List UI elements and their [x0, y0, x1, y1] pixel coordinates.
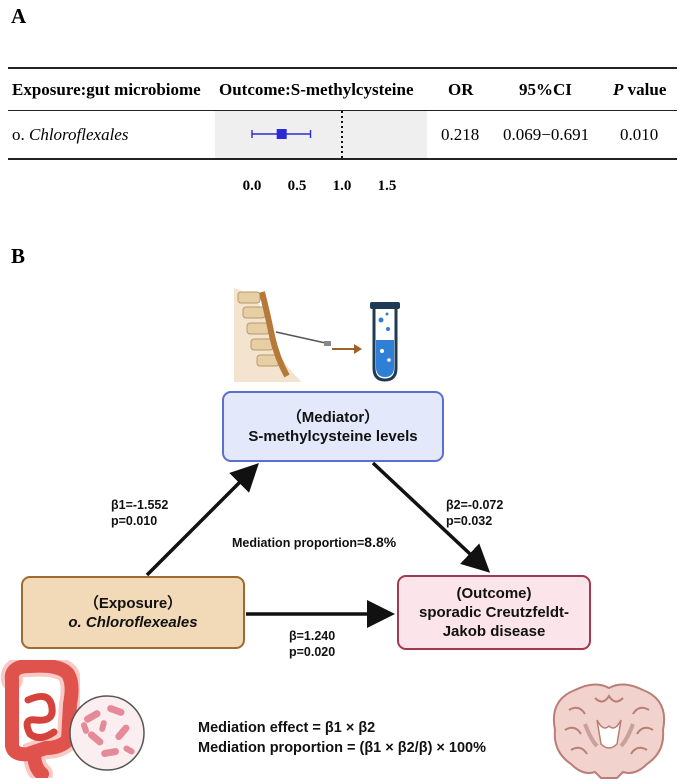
beta2-label: β2=-0.072 p=0.032 [446, 497, 503, 529]
header-p-value: P value [613, 80, 666, 100]
mediation-label: Mediation proportion= [232, 536, 365, 550]
panel-a-letter: A [11, 4, 27, 28]
beta1-coef: β1=-1.552 [111, 498, 169, 512]
header-ci: 95%CI [519, 80, 572, 99]
exposure-line2: o. Chloroflexeales [68, 613, 198, 631]
formula-mediation-proportion: Mediation proportion = (β1 × β2/β) × 100… [198, 740, 487, 756]
header-p-rest: value [623, 80, 667, 99]
bacteria-icon [69, 695, 145, 771]
row-p: 0.010 [620, 125, 659, 144]
table-bottom-rule [8, 158, 677, 160]
point-estimate [276, 129, 287, 139]
beta2-p: p=0.032 [446, 514, 493, 528]
x-tick-label: 0.0 [243, 178, 262, 194]
beta-p: p=0.020 [289, 645, 336, 659]
header-or: OR [448, 80, 474, 99]
table-mid-rule [8, 110, 677, 111]
mediator-line1: （Mediator） [286, 408, 380, 426]
mediator-box: （Mediator） S-methylcysteine levels [222, 391, 444, 462]
outcome-line2: sporadic Creutzfeldt- [418, 604, 569, 621]
panel-b-letter: B [11, 244, 26, 268]
forest-plot: 0.0 0.5 1.0 1.5 [243, 111, 397, 194]
outcome-line3: Jakob disease [442, 623, 546, 640]
beta2-coef: β2=-0.072 [446, 498, 504, 512]
beta1-label: β1=-1.552 p=0.010 [111, 497, 168, 529]
arrow-mediator-to-outcome [371, 461, 491, 573]
row-ci: 0.069−0.691 [503, 125, 590, 144]
spine-icon [234, 288, 331, 382]
intestine-icon [0, 660, 80, 778]
outcome-line1: (Outcome) [456, 585, 532, 602]
forest-plot-band [215, 111, 427, 158]
arrow-exposure-to-mediator [145, 463, 259, 577]
mediation-value: 8.8% [364, 534, 397, 550]
brain-section-icon [553, 683, 665, 779]
test-tube-icon [370, 302, 400, 382]
beta-total-label: β=1.240 p=0.020 [289, 628, 335, 660]
row-prefix: o. [12, 125, 29, 144]
header-outcome: Outcome:S-methylcysteine [219, 80, 414, 99]
mediation-proportion: Mediation proportion=8.8% [232, 534, 396, 551]
row-taxon: Chloroflexales [29, 125, 129, 144]
x-tick-label: 0.5 [288, 178, 307, 194]
exposure-box: （Exposure） o. Chloroflexeales [21, 576, 245, 649]
row-exposure: o. Chloroflexales [12, 125, 128, 145]
mediator-line2: S-methylcysteine levels [248, 427, 418, 445]
header-p-italic: P [613, 80, 624, 99]
formula-mediation-effect: Mediation effect = β1 × β2 [198, 720, 376, 736]
exposure-line1: （Exposure） [83, 594, 183, 612]
beta-coef: β=1.240 [289, 629, 336, 643]
x-tick-label: 1.0 [333, 178, 352, 194]
table-top-rule [8, 67, 677, 69]
row-or: 0.218 [441, 125, 480, 144]
arrow-icon [332, 344, 362, 354]
outcome-box: (Outcome) sporadic Creutzfeldt- Jakob di… [397, 575, 591, 650]
header-exposure: Exposure:gut microbiome [12, 80, 201, 99]
beta1-p: p=0.010 [111, 514, 158, 528]
x-tick-label: 1.5 [378, 178, 397, 194]
